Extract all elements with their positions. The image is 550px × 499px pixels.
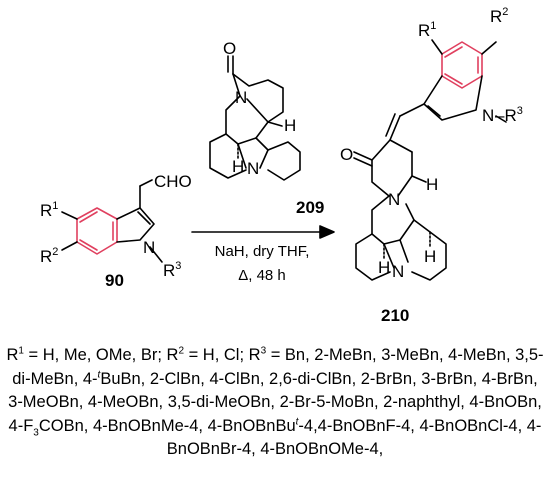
r3-label: R3: [163, 260, 181, 280]
product-n-amine-label: N: [392, 262, 404, 281]
r2-label: R2: [40, 246, 58, 266]
caption-text: = H, Cl; R: [184, 346, 261, 364]
n-label: N: [143, 238, 155, 257]
cho-label: CHO: [154, 172, 192, 191]
compound-209-structure: [209, 55, 301, 181]
caption-superscript: t: [295, 416, 299, 427]
lactam-n-amine-label: N: [247, 159, 259, 178]
substituent-caption: R1 = H, Me, OMe, Br; R2 = H, Cl; R3 = Bn…: [6, 344, 544, 462]
caption-superscript: t: [97, 369, 101, 380]
conditions-line-1: NaH, dry THF,: [215, 243, 310, 260]
product-r1-label: R1: [418, 20, 436, 40]
caption-text: = Bn, 2-MeBn, 3-MeBn, 4-MeBn, 3,5-di-MeB…: [12, 346, 544, 388]
compound-210-structure: [353, 39, 507, 281]
caption-text: R: [6, 346, 19, 364]
compound-90-structure: [61, 179, 163, 263]
compound-209-number: 209: [296, 198, 324, 217]
lactam-h-label-2: H: [232, 157, 244, 176]
product-r2-label: R2: [490, 6, 508, 26]
caption-superscript: 1: [18, 345, 24, 357]
reaction-arrow: [191, 225, 335, 239]
product-o-label: O: [340, 145, 353, 164]
caption-superscript: 3: [260, 345, 267, 357]
product-h-label-2: H: [378, 258, 390, 277]
reaction-scheme: CHO R1 R2 N R3 90 O N N H H 209 NaH, dry…: [40, 6, 523, 325]
caption-text: = H, Me, OMe, Br; R: [23, 346, 179, 364]
conditions-line-2: Δ, 48 h: [238, 267, 286, 284]
caption-text: COBn, 4-BnOBnMe-4, 4-BnOBnBu: [38, 416, 296, 435]
lactam-h-label-1: H: [284, 116, 296, 135]
product-n-amide-label: N: [388, 190, 400, 209]
caption-text: BuBn, 2-ClBn, 4-ClBn, 2,6-di-ClBn, 2-BrB…: [8, 369, 542, 435]
product-r3-label: –R3: [495, 105, 523, 125]
r1-label: R1: [40, 200, 58, 220]
caption-superscript: 2: [178, 345, 184, 357]
product-n-indole-label: N: [482, 106, 494, 125]
caption-subscript: 3: [33, 426, 39, 438]
caption-text: -4,4-BnOBnF-4, 4-BnOBnCl-4, 4-BnOBnBr-4,…: [166, 416, 542, 459]
lactam-n-amide-label: N: [235, 88, 247, 107]
compound-90-number: 90: [105, 271, 124, 290]
lactam-o-label: O: [223, 39, 236, 58]
product-h-label-1: H: [426, 175, 438, 194]
product-h-label-3: H: [424, 247, 436, 266]
compound-210-number: 210: [381, 306, 409, 325]
